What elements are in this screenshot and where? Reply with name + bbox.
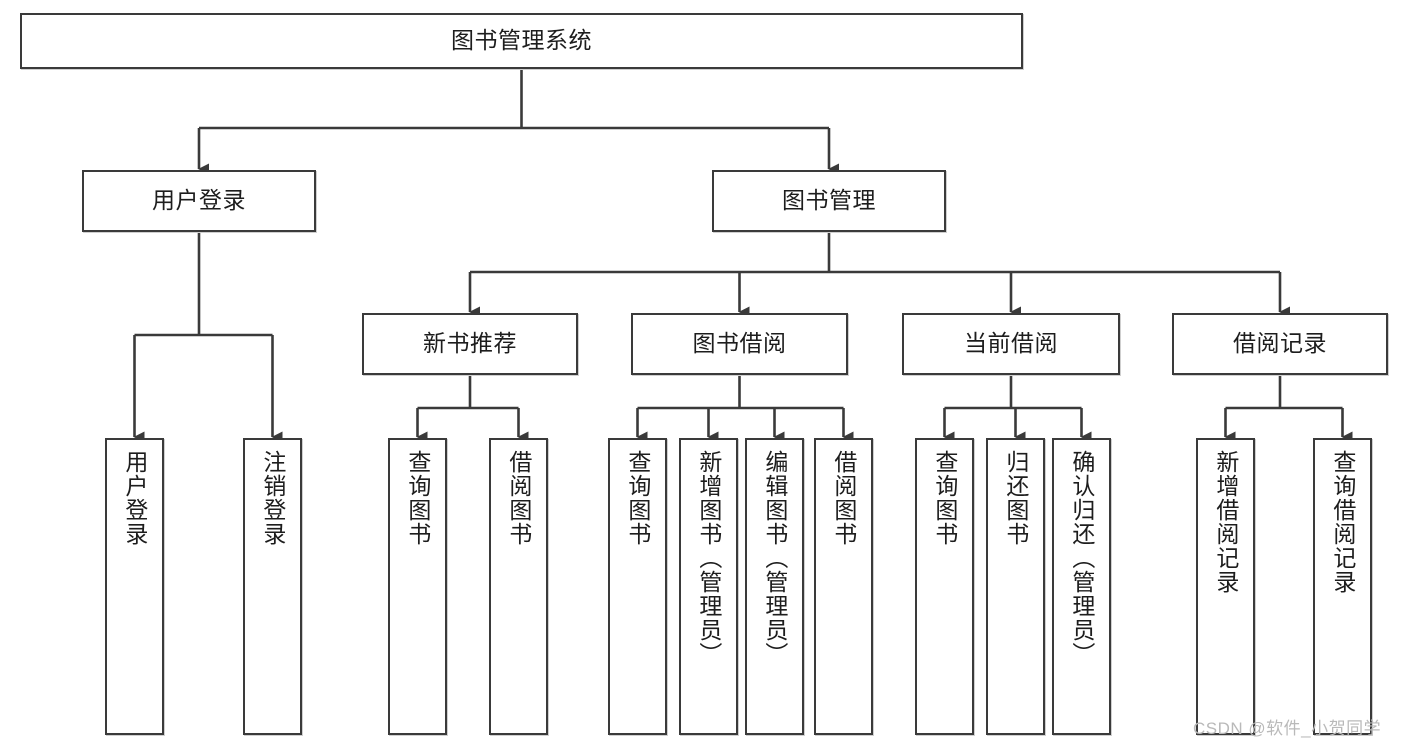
node-label: 当前借阅 — [964, 330, 1058, 357]
leaf-return-book[interactable]: 归还图书 — [986, 438, 1045, 735]
leaf-add-borrow-record[interactable]: 新增借阅记录 — [1196, 438, 1255, 735]
node-label: 查询图书 — [624, 450, 651, 546]
leaf-query-book-borrow[interactable]: 查询图书 — [608, 438, 667, 735]
node-label: 借阅记录 — [1233, 330, 1327, 357]
node-borrow-record[interactable]: 借阅记录 — [1172, 313, 1388, 375]
node-new-book-recommend[interactable]: 新书推荐 — [362, 313, 578, 375]
node-current-borrow[interactable]: 当前借阅 — [902, 313, 1120, 375]
node-root-system[interactable]: 图书管理系统 — [20, 13, 1023, 69]
node-user-login[interactable]: 用户登录 — [82, 170, 316, 232]
node-book-management[interactable]: 图书管理 — [712, 170, 946, 232]
node-label: 确认归还（管理员） — [1068, 450, 1095, 666]
leaf-borrow-book-rec[interactable]: 借阅图书 — [489, 438, 548, 735]
leaf-confirm-return-admin[interactable]: 确认归还（管理员） — [1052, 438, 1111, 735]
node-label: 新书推荐 — [423, 330, 517, 357]
leaf-borrow-book[interactable]: 借阅图书 — [814, 438, 873, 735]
node-label: 用户登录 — [121, 450, 148, 546]
node-label: 借阅图书 — [830, 450, 857, 546]
node-label: 注销登录 — [259, 450, 286, 546]
watermark-credit: CSDN @软件_小贺同学 — [1193, 719, 1382, 738]
node-label: 查询图书 — [931, 450, 958, 546]
node-label: 新增借阅记录 — [1212, 450, 1239, 594]
leaf-user-logout[interactable]: 注销登录 — [243, 438, 302, 735]
leaf-query-borrow-record[interactable]: 查询借阅记录 — [1313, 438, 1372, 735]
leaf-edit-book-admin[interactable]: 编辑图书（管理员） — [745, 438, 804, 735]
node-label: 借阅图书 — [505, 450, 532, 546]
node-label: 图书管理 — [782, 187, 876, 214]
node-label: 编辑图书（管理员） — [761, 450, 788, 666]
leaf-user-login[interactable]: 用户登录 — [105, 438, 164, 735]
leaf-add-book-admin[interactable]: 新增图书（管理员） — [679, 438, 738, 735]
leaf-query-book-rec[interactable]: 查询图书 — [388, 438, 447, 735]
node-label: 图书管理系统 — [451, 27, 592, 54]
node-label: 查询借阅记录 — [1329, 450, 1356, 594]
node-label: 图书借阅 — [692, 330, 787, 357]
node-label: 用户登录 — [152, 187, 246, 214]
node-label: 归还图书 — [1002, 450, 1029, 546]
leaf-query-book-cur[interactable]: 查询图书 — [915, 438, 974, 735]
node-label: 新增图书（管理员） — [695, 450, 722, 666]
node-book-borrow[interactable]: 图书借阅 — [631, 313, 848, 375]
node-label: 查询图书 — [404, 450, 431, 546]
